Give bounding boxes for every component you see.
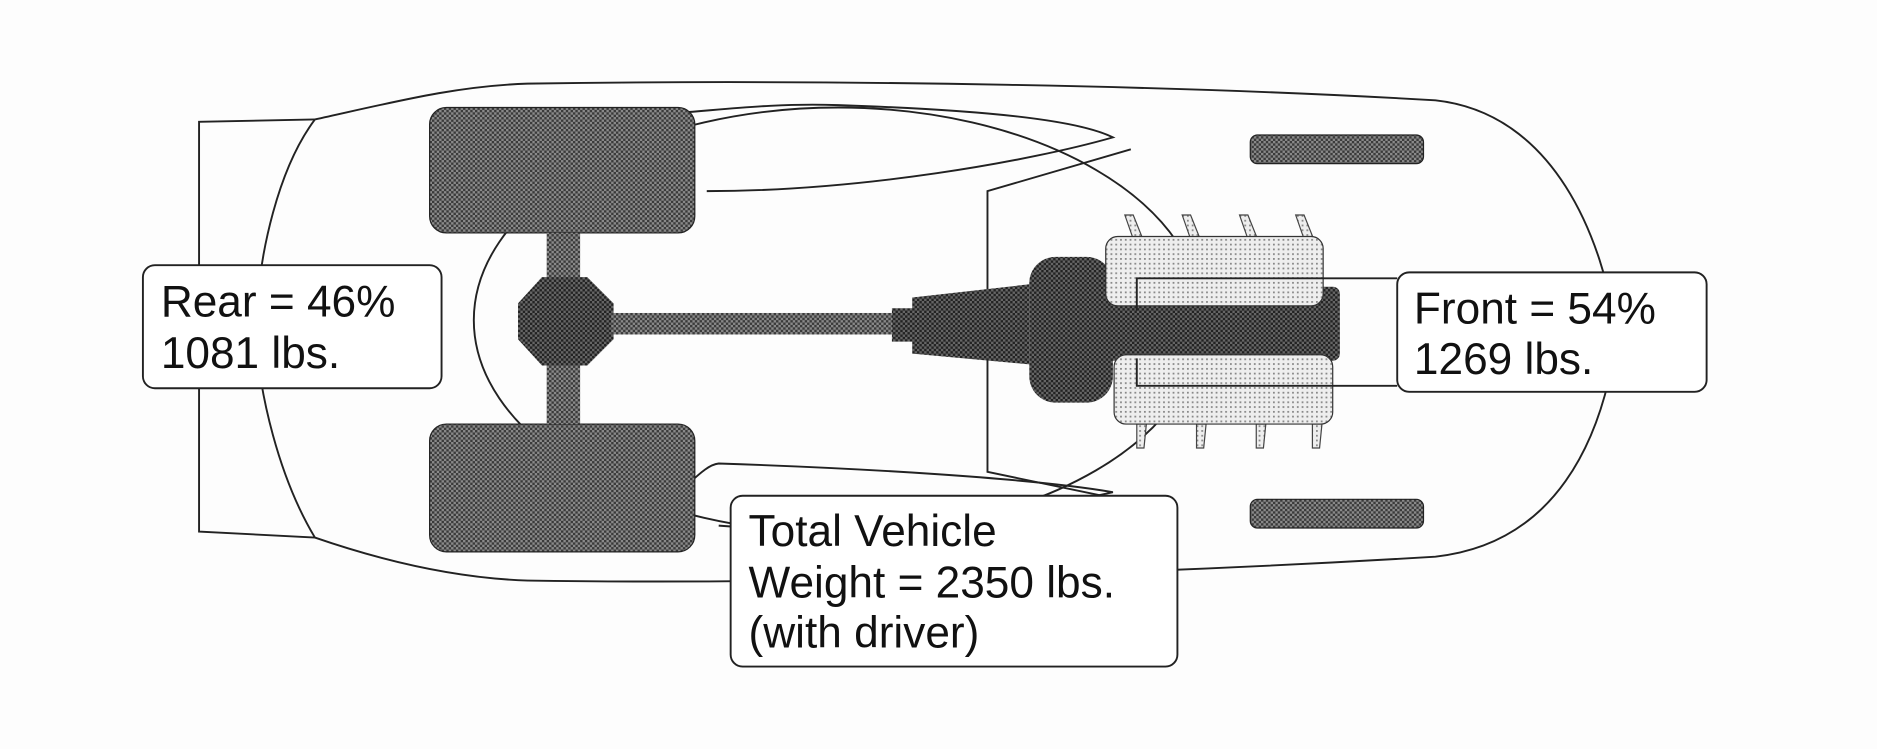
body-outline: [254, 81, 1618, 583]
total-note-text: (with driver): [749, 608, 980, 657]
total-weight-label: Total Vehicle Weight = 2350 lbs. (with d…: [729, 494, 1179, 668]
cylinder-head-lower: [1113, 354, 1334, 425]
front-weight-label: Front = 54% 1269 lbs.: [1396, 271, 1708, 393]
rear-percent-text: Rear = 46%: [161, 278, 396, 327]
front-weight-text: 1269 lbs.: [1414, 335, 1593, 384]
differential: [518, 277, 614, 366]
front-leader-lines: [1135, 277, 1398, 387]
rear-weight-label: Rear = 46% 1081 lbs.: [141, 264, 443, 390]
cockpit-upper: [605, 103, 1116, 193]
rear-weight-text: 1081 lbs.: [161, 329, 340, 378]
rear-tire-upper: [429, 106, 696, 234]
front-tire-lower: [1249, 498, 1425, 529]
rear-tire-lower: [429, 423, 696, 553]
front-tire-upper: [1249, 134, 1425, 165]
bellhousing: [1029, 256, 1113, 403]
transmission: [891, 284, 1030, 365]
cylinder-head-upper: [1105, 235, 1324, 307]
total-title-text: Total Vehicle: [749, 507, 997, 556]
front-percent-text: Front = 54%: [1414, 285, 1656, 334]
driveshaft: [611, 312, 892, 335]
total-weight-text: Weight = 2350 lbs.: [749, 558, 1115, 607]
